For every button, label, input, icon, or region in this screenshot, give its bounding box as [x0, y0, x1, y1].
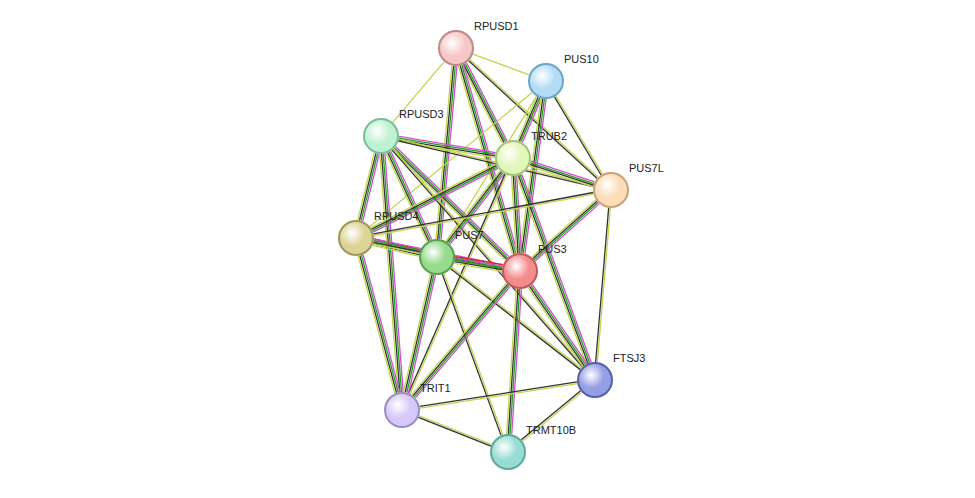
- evidence-line: [407, 275, 434, 393]
- evidence-line: [454, 262, 502, 270]
- evidence-line: [359, 153, 375, 220]
- protein-node: FTSJ3: [577, 362, 613, 398]
- protein-label: FTSJ3: [613, 352, 645, 364]
- interaction-edge: [529, 161, 594, 187]
- evidence-line: [414, 285, 509, 397]
- interaction-edge: [412, 283, 511, 398]
- interaction-edge: [507, 289, 522, 434]
- evidence-line: [419, 416, 492, 445]
- evidence-line: [522, 392, 581, 441]
- interaction-edge: [393, 62, 445, 123]
- interaction-edge: [596, 208, 611, 362]
- protein-node: TRMT10B: [490, 434, 526, 470]
- interaction-edge: [358, 255, 400, 394]
- evidence-line: [454, 263, 502, 271]
- evidence-line: [535, 204, 599, 261]
- interaction-edge: [420, 382, 578, 408]
- evidence-line: [531, 285, 586, 364]
- evidence-line: [532, 284, 587, 363]
- evidence-line: [358, 153, 374, 220]
- evidence-line: [420, 382, 577, 406]
- evidence-line: [530, 163, 594, 184]
- evidence-line: [520, 98, 541, 252]
- protein-node: PUS10: [528, 63, 564, 99]
- evidence-line: [596, 208, 609, 362]
- evidence-line: [447, 172, 501, 242]
- evidence-line: [374, 192, 594, 233]
- evidence-line: [413, 284, 508, 396]
- evidence-line: [363, 255, 400, 392]
- evidence-line: [358, 256, 395, 393]
- evidence-line: [534, 203, 598, 260]
- evidence-line: [532, 200, 596, 257]
- evidence-line: [393, 62, 445, 123]
- protein-label: RPUSD4: [374, 210, 419, 222]
- evidence-line: [360, 256, 397, 393]
- protein-node: PUS7: [419, 239, 455, 275]
- evidence-line: [530, 164, 594, 185]
- evidence-line: [529, 166, 593, 187]
- evidence-line: [508, 289, 518, 434]
- protein-node: RPUSD3: [363, 118, 399, 154]
- protein-label: RPUSD1: [474, 20, 519, 32]
- evidence-line: [522, 99, 543, 253]
- evidence-line: [412, 283, 507, 395]
- evidence-line: [404, 274, 431, 392]
- interaction-edge: [532, 200, 600, 261]
- interaction-edge: [408, 174, 506, 394]
- protein-node: RPUSD1: [438, 30, 474, 66]
- protein-node: PUS7L: [593, 172, 629, 208]
- protein-node: RPUSD4: [338, 220, 374, 256]
- evidence-line: [512, 176, 517, 253]
- evidence-line: [528, 287, 583, 366]
- evidence-line: [530, 286, 585, 365]
- evidence-line: [446, 171, 500, 241]
- evidence-line: [531, 161, 595, 182]
- protein-label: TRIT1: [420, 382, 451, 394]
- evidence-line: [385, 154, 403, 392]
- protein-node: TRUB2: [495, 140, 531, 176]
- evidence-line: [408, 174, 504, 393]
- interaction-edge: [528, 284, 587, 366]
- interaction-edge: [386, 151, 432, 241]
- interaction-edge: [398, 136, 495, 157]
- protein-node: TRIT1: [384, 392, 420, 428]
- evidence-line: [507, 289, 517, 434]
- interaction-edge: [521, 391, 581, 441]
- interaction-edge: [418, 416, 491, 446]
- evidence-line: [418, 417, 491, 446]
- protein-label: PUS10: [564, 53, 599, 65]
- protein-label: TRUB2: [531, 130, 567, 142]
- evidence-line: [410, 175, 506, 394]
- interaction-edge: [454, 257, 503, 272]
- evidence-line: [449, 173, 503, 243]
- protein-label: PUS7: [455, 229, 484, 241]
- evidence-line: [521, 391, 580, 440]
- evidence-line: [383, 154, 401, 392]
- evidence-line: [408, 275, 435, 393]
- protein-label: PUS3: [538, 243, 567, 255]
- evidence-line: [371, 164, 496, 228]
- protein-label: PUS7L: [629, 162, 664, 174]
- interaction-edge: [392, 149, 584, 367]
- evidence-line: [416, 286, 511, 398]
- interaction-edge: [512, 176, 522, 253]
- evidence-line: [450, 174, 504, 244]
- protein-node: PUS3: [502, 253, 538, 289]
- evidence-line: [597, 208, 610, 362]
- protein-label: TRMT10B: [526, 424, 576, 436]
- evidence-line: [361, 255, 398, 392]
- evidence-line: [372, 165, 497, 229]
- interaction-edge: [446, 171, 504, 245]
- protein-label: RPUSD3: [399, 108, 444, 120]
- evidence-line: [533, 201, 597, 258]
- interaction-edge: [380, 154, 403, 392]
